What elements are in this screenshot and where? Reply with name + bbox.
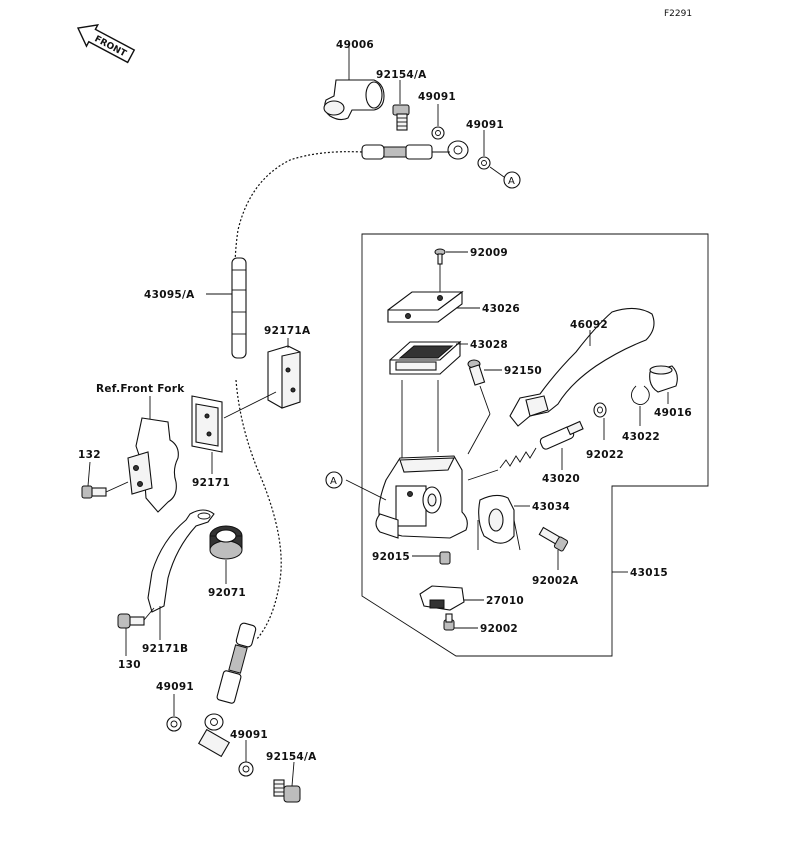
piston-43020 xyxy=(499,420,584,469)
bolt-132 xyxy=(81,485,107,499)
label-92015: 92015 xyxy=(372,551,410,563)
label-43028: 43028 xyxy=(470,339,508,351)
label-92154a-bot: 92154/A xyxy=(266,751,317,763)
label-92022: 92022 xyxy=(586,449,624,461)
connector-a-top-label: A xyxy=(508,176,515,187)
washer-49091-bot2 xyxy=(238,761,254,777)
label-43026: 43026 xyxy=(482,303,520,315)
hose-end-bottom xyxy=(197,622,257,758)
screw-92002 xyxy=(443,613,455,631)
banjo-bolt-top xyxy=(392,104,410,131)
label-43020: 43020 xyxy=(542,473,580,485)
bracket-92171b xyxy=(147,509,215,613)
label-43015: 43015 xyxy=(630,567,668,579)
assembly-43015-outline xyxy=(361,233,709,657)
label-43034: 43034 xyxy=(532,501,570,513)
screw-92015 xyxy=(439,551,451,565)
boot-49016 xyxy=(649,365,678,393)
label-46092: 46092 xyxy=(570,319,608,331)
label-130: 130 xyxy=(118,659,141,671)
grommet-92071 xyxy=(209,525,243,560)
hose-end-top xyxy=(361,140,469,160)
label-92071: 92071 xyxy=(208,587,246,599)
clamp-92171 xyxy=(191,395,223,453)
hose-sleeve-43095a xyxy=(231,257,247,359)
label-132: 132 xyxy=(78,449,101,461)
hose-joint-49006 xyxy=(323,79,385,121)
master-cylinder-body xyxy=(375,455,468,539)
front-fork-bracket xyxy=(127,417,179,513)
label-43022: 43022 xyxy=(622,431,660,443)
bolt-92002a xyxy=(538,526,569,552)
clamp-43034 xyxy=(478,494,515,544)
label-49091-bot1: 49091 xyxy=(156,681,194,693)
washer-49091-top2 xyxy=(477,156,491,170)
label-43095a: 43095/A xyxy=(144,289,195,301)
label-92171: 92171 xyxy=(192,477,230,489)
label-92009: 92009 xyxy=(470,247,508,259)
label-92150: 92150 xyxy=(504,365,542,377)
diaphragm-43028 xyxy=(389,340,462,375)
bolt-130 xyxy=(117,613,145,629)
label-92154a-top: 92154/A xyxy=(376,69,427,81)
reservoir-cap-43026 xyxy=(387,290,464,323)
screw-92009 xyxy=(434,248,446,265)
brake-lever-46092 xyxy=(509,307,655,427)
label-92002: 92002 xyxy=(480,623,518,635)
washer-49091-bot1 xyxy=(166,716,182,732)
label-49091-top2: 49091 xyxy=(466,119,504,131)
circlip-43022 xyxy=(631,385,650,405)
label-49091-bot2: 49091 xyxy=(230,729,268,741)
washer-92022 xyxy=(593,402,607,418)
connector-a-top xyxy=(503,171,521,189)
brake-switch-27010 xyxy=(419,585,465,611)
front-arrow-icon: FRONT xyxy=(76,24,136,64)
label-92002a: 92002A xyxy=(532,575,579,587)
label-49006: 49006 xyxy=(336,39,374,51)
figure-code: F2291 xyxy=(664,9,692,19)
clamp-92171a xyxy=(267,345,301,409)
pivot-bolt-92150 xyxy=(467,359,486,386)
connector-a-body xyxy=(325,471,343,489)
label-92171b: 92171B xyxy=(142,643,188,655)
label-92171a: 92171A xyxy=(264,325,311,337)
washer-49091-top1 xyxy=(431,126,445,140)
ref-front-fork: Ref.Front Fork xyxy=(96,383,185,395)
label-27010: 27010 xyxy=(486,595,524,607)
connector-a-body-label: A xyxy=(330,476,337,487)
label-49091-top1: 49091 xyxy=(418,91,456,103)
label-49016: 49016 xyxy=(654,407,692,419)
banjo-bolt-bottom xyxy=(273,779,301,803)
